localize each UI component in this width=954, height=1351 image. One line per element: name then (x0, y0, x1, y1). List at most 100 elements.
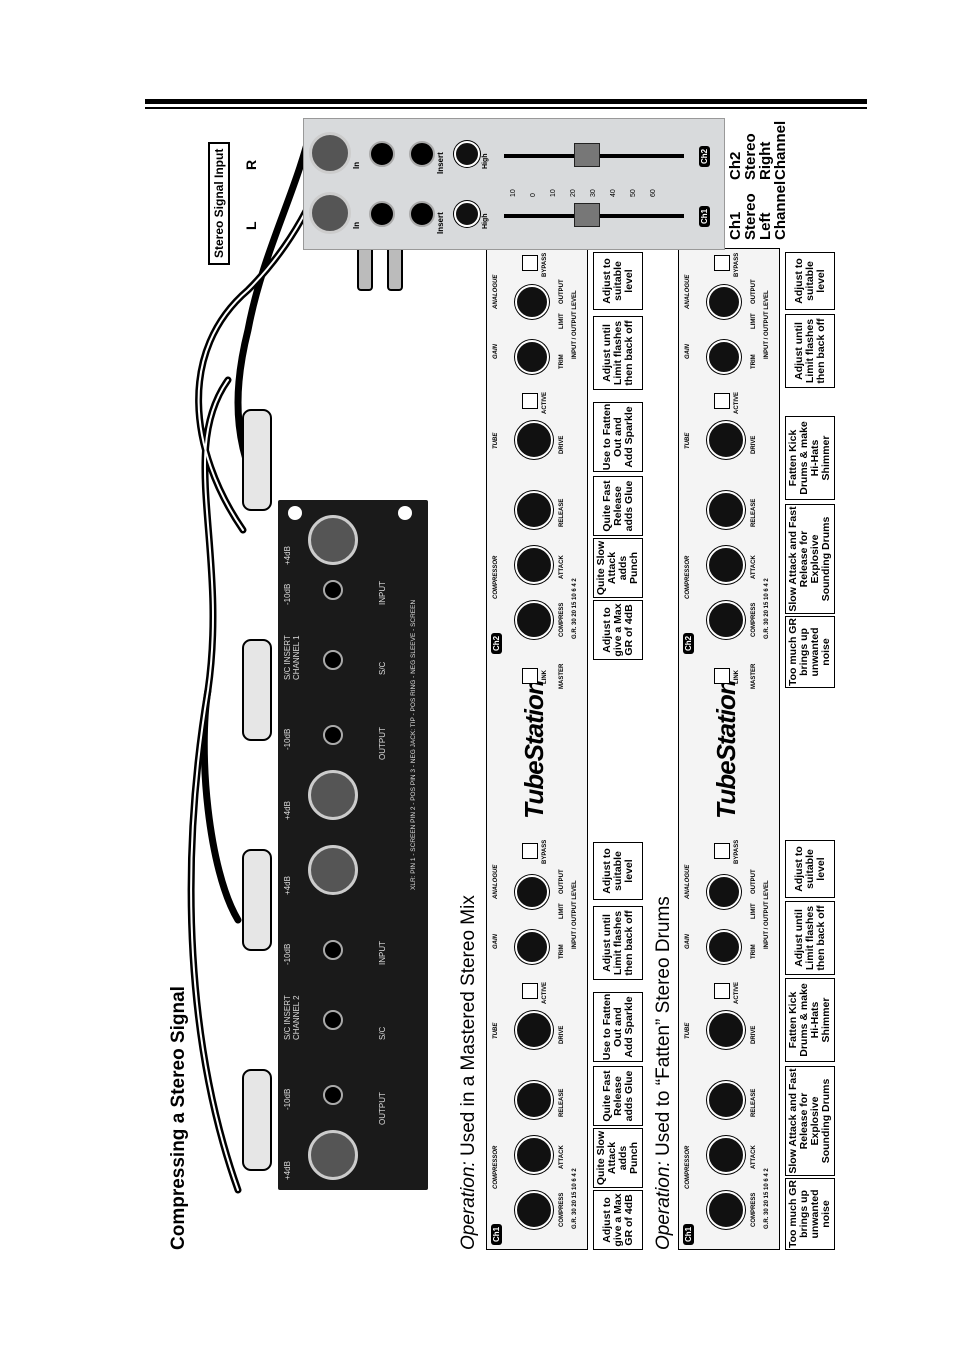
panel2-ch2-attack-knob[interactable] (707, 546, 745, 584)
rack-label-sc: S/C (378, 1026, 387, 1040)
panel1-ch1-analogue: ANALOGUE (493, 864, 499, 899)
fader-scale-tick: 60 (650, 189, 657, 197)
mixer-ch2-in-label: In (352, 161, 361, 169)
operation-2-heading: Used to “Fatten” Stereo Drums (653, 896, 674, 1156)
tubestation-panel-2: Ch1 COMPRESSOR TUBE GAIN ANALOGUE COMPRE… (678, 248, 780, 1250)
panel1-ch2-compress-knob[interactable] (515, 601, 553, 639)
mixer-ch2-tag: Ch2 (699, 145, 710, 167)
panel2-ch1-compress-knob[interactable] (707, 1191, 745, 1229)
panel2-ch1-tube: TUBE (685, 1022, 691, 1039)
input-xlr-ch2[interactable] (308, 845, 358, 895)
panel1-label-master: MASTER (559, 663, 565, 689)
rack-label-sc-insert: S/C INSERT (283, 995, 292, 1040)
panel2-ch2-label-active: ACTIVE (734, 391, 740, 414)
panel2-ch1-active-button[interactable] (714, 983, 730, 999)
panel2-ch2-output-knob[interactable] (707, 285, 741, 319)
panel1-ch1-label-limit: LIMIT (559, 903, 565, 919)
panel1-ch2-active-button[interactable] (522, 393, 538, 409)
panel1-ch1-bypass-button[interactable] (522, 843, 538, 859)
output-jack-ch2[interactable] (323, 1085, 343, 1105)
panel1-ch1-meter-label: INPUT / OUTPUT LEVEL (572, 880, 578, 949)
panel2-ch2-bypass-button[interactable] (714, 255, 730, 271)
op2-note-ch2-compress: Too much GR brings up unwanted noise (785, 616, 835, 688)
panel1-ch1-release-knob[interactable] (515, 1081, 553, 1119)
panel2-ch2-release-knob[interactable] (707, 491, 745, 529)
mixer-ch1-xlr-in[interactable] (309, 192, 351, 234)
panel1-ch2-bypass-button[interactable] (522, 255, 538, 271)
panel1-ch2-drive-knob[interactable] (515, 421, 553, 459)
panel2-ch2-label-output: OUTPUT (751, 279, 757, 304)
panel2-ch2-meter-label: INPUT / OUTPUT LEVEL (764, 290, 770, 359)
mixer-ch1-in-label: In (352, 221, 361, 229)
panel2-ch2-drive-knob[interactable] (707, 421, 745, 459)
mixer-ch1-high-eq-knob[interactable] (454, 201, 480, 227)
panel1-ch2-analogue: ANALOGUE (493, 274, 499, 309)
panel2-ch1-trim-knob[interactable] (707, 930, 741, 964)
panel1-ch2-attack-knob[interactable] (515, 546, 553, 584)
panel1-link-button[interactable] (522, 668, 538, 684)
operation-2-title: Operation: Used to “Fatten” Stereo Drums (653, 896, 675, 1250)
panel2-ch1-drive-knob[interactable] (707, 1011, 745, 1049)
output-xlr-ch1[interactable] (308, 770, 358, 820)
panel2-ch2-compress-knob[interactable] (707, 601, 745, 639)
op1-note-ch2-attack: Quite Slow Attack adds Punch (593, 538, 643, 598)
mixer-ch2-insert-label: Insert (436, 152, 445, 174)
ch2-stereo-right-label: Ch2 Stereo Right Channel (727, 120, 789, 180)
panel2-ch1-bypass-button[interactable] (714, 843, 730, 859)
mixer-ch1-insert-jack[interactable] (409, 201, 435, 227)
mixer-ch1-insert-label: Insert (436, 212, 445, 234)
panel2-ch1-compressor: COMPRESSOR (685, 1145, 691, 1189)
mixer-ch2-xlr-in[interactable] (309, 132, 351, 174)
rack-ear-hole (288, 506, 302, 520)
panel1-ch1-label-attack: ATTACK (559, 1145, 565, 1169)
panel1-ch2-tube: TUBE (493, 432, 499, 449)
panel1-ch2-output-knob[interactable] (515, 285, 549, 319)
xlr-wiring-note: XLR: PIN 1 - SCREEN PIN 2 - POS PIN 3 - … (410, 599, 417, 890)
mixer-ch2-high-eq-knob[interactable] (454, 141, 480, 167)
right-channel-label: R (243, 159, 259, 170)
panel1-ch1-gain: GAIN (493, 934, 499, 949)
panel2-ch1-attack-knob[interactable] (707, 1136, 745, 1174)
operation-2-prefix: Operation: (653, 1161, 674, 1250)
rack-rear-panel: +4dB -10dB S/C INSERT CHANNEL 2 -10dB +4… (278, 500, 428, 1190)
fader-scale-tick: 10 (550, 189, 557, 197)
mixer-ch2-fader[interactable] (574, 143, 600, 167)
panel1-ch2-label-limit: LIMIT (559, 313, 565, 329)
panel1-ch2-label-active: ACTIVE (542, 391, 548, 414)
panel2-link-button[interactable] (714, 668, 730, 684)
panel2-ch2-active-button[interactable] (714, 393, 730, 409)
mixer-ch2-insert-jack[interactable] (409, 141, 435, 167)
mixer-ch1-jack[interactable] (369, 201, 395, 227)
mixer-ch1-fader[interactable] (574, 203, 600, 227)
rack-label-minus10: -10dB (283, 728, 292, 750)
mixer-ch2-jack[interactable] (369, 141, 395, 167)
fader-scale-tick: 50 (630, 189, 637, 197)
op2-note-ch1-compress: Too much GR brings up unwanted noise (785, 1178, 835, 1250)
output-jack-ch1[interactable] (323, 725, 343, 745)
panel1-ch1-drive-knob[interactable] (515, 1011, 553, 1049)
panel1-ch1-trim-knob[interactable] (515, 930, 549, 964)
panel1-ch1-active-button[interactable] (522, 983, 538, 999)
panel2-ch1-label-attack: ATTACK (751, 1145, 757, 1169)
header-rule-thick (145, 99, 867, 104)
output-xlr-ch2[interactable] (308, 1130, 358, 1180)
panel1-ch1-compress-knob[interactable] (515, 1191, 553, 1229)
input-jack-ch2[interactable] (323, 940, 343, 960)
sc-insert-jack-ch1[interactable] (323, 650, 343, 670)
input-xlr-ch1[interactable] (308, 515, 358, 565)
panel2-ch1-label-release: RELEASE (751, 1088, 757, 1117)
sc-insert-jack-ch2[interactable] (323, 1010, 343, 1030)
panel2-ch1-output-knob[interactable] (707, 875, 741, 909)
panel2-ch1-release-knob[interactable] (707, 1081, 745, 1119)
rack-label-input: INPUT (378, 941, 387, 965)
panel1-ch2-label-bypass: BYPASS (542, 252, 548, 277)
panel2-ch2-trim-knob[interactable] (707, 340, 741, 374)
panel1-ch1-output-knob[interactable] (515, 875, 549, 909)
panel1-ch2-release-knob[interactable] (515, 491, 553, 529)
input-jack-ch1[interactable] (323, 580, 343, 600)
rack-label-output: OUTPUT (378, 727, 387, 760)
rack-label-input: INPUT (378, 581, 387, 605)
panel1-ch2-trim-knob[interactable] (515, 340, 549, 374)
panel1-ch1-attack-knob[interactable] (515, 1136, 553, 1174)
mixer-ch2-high-label: High (482, 153, 489, 169)
